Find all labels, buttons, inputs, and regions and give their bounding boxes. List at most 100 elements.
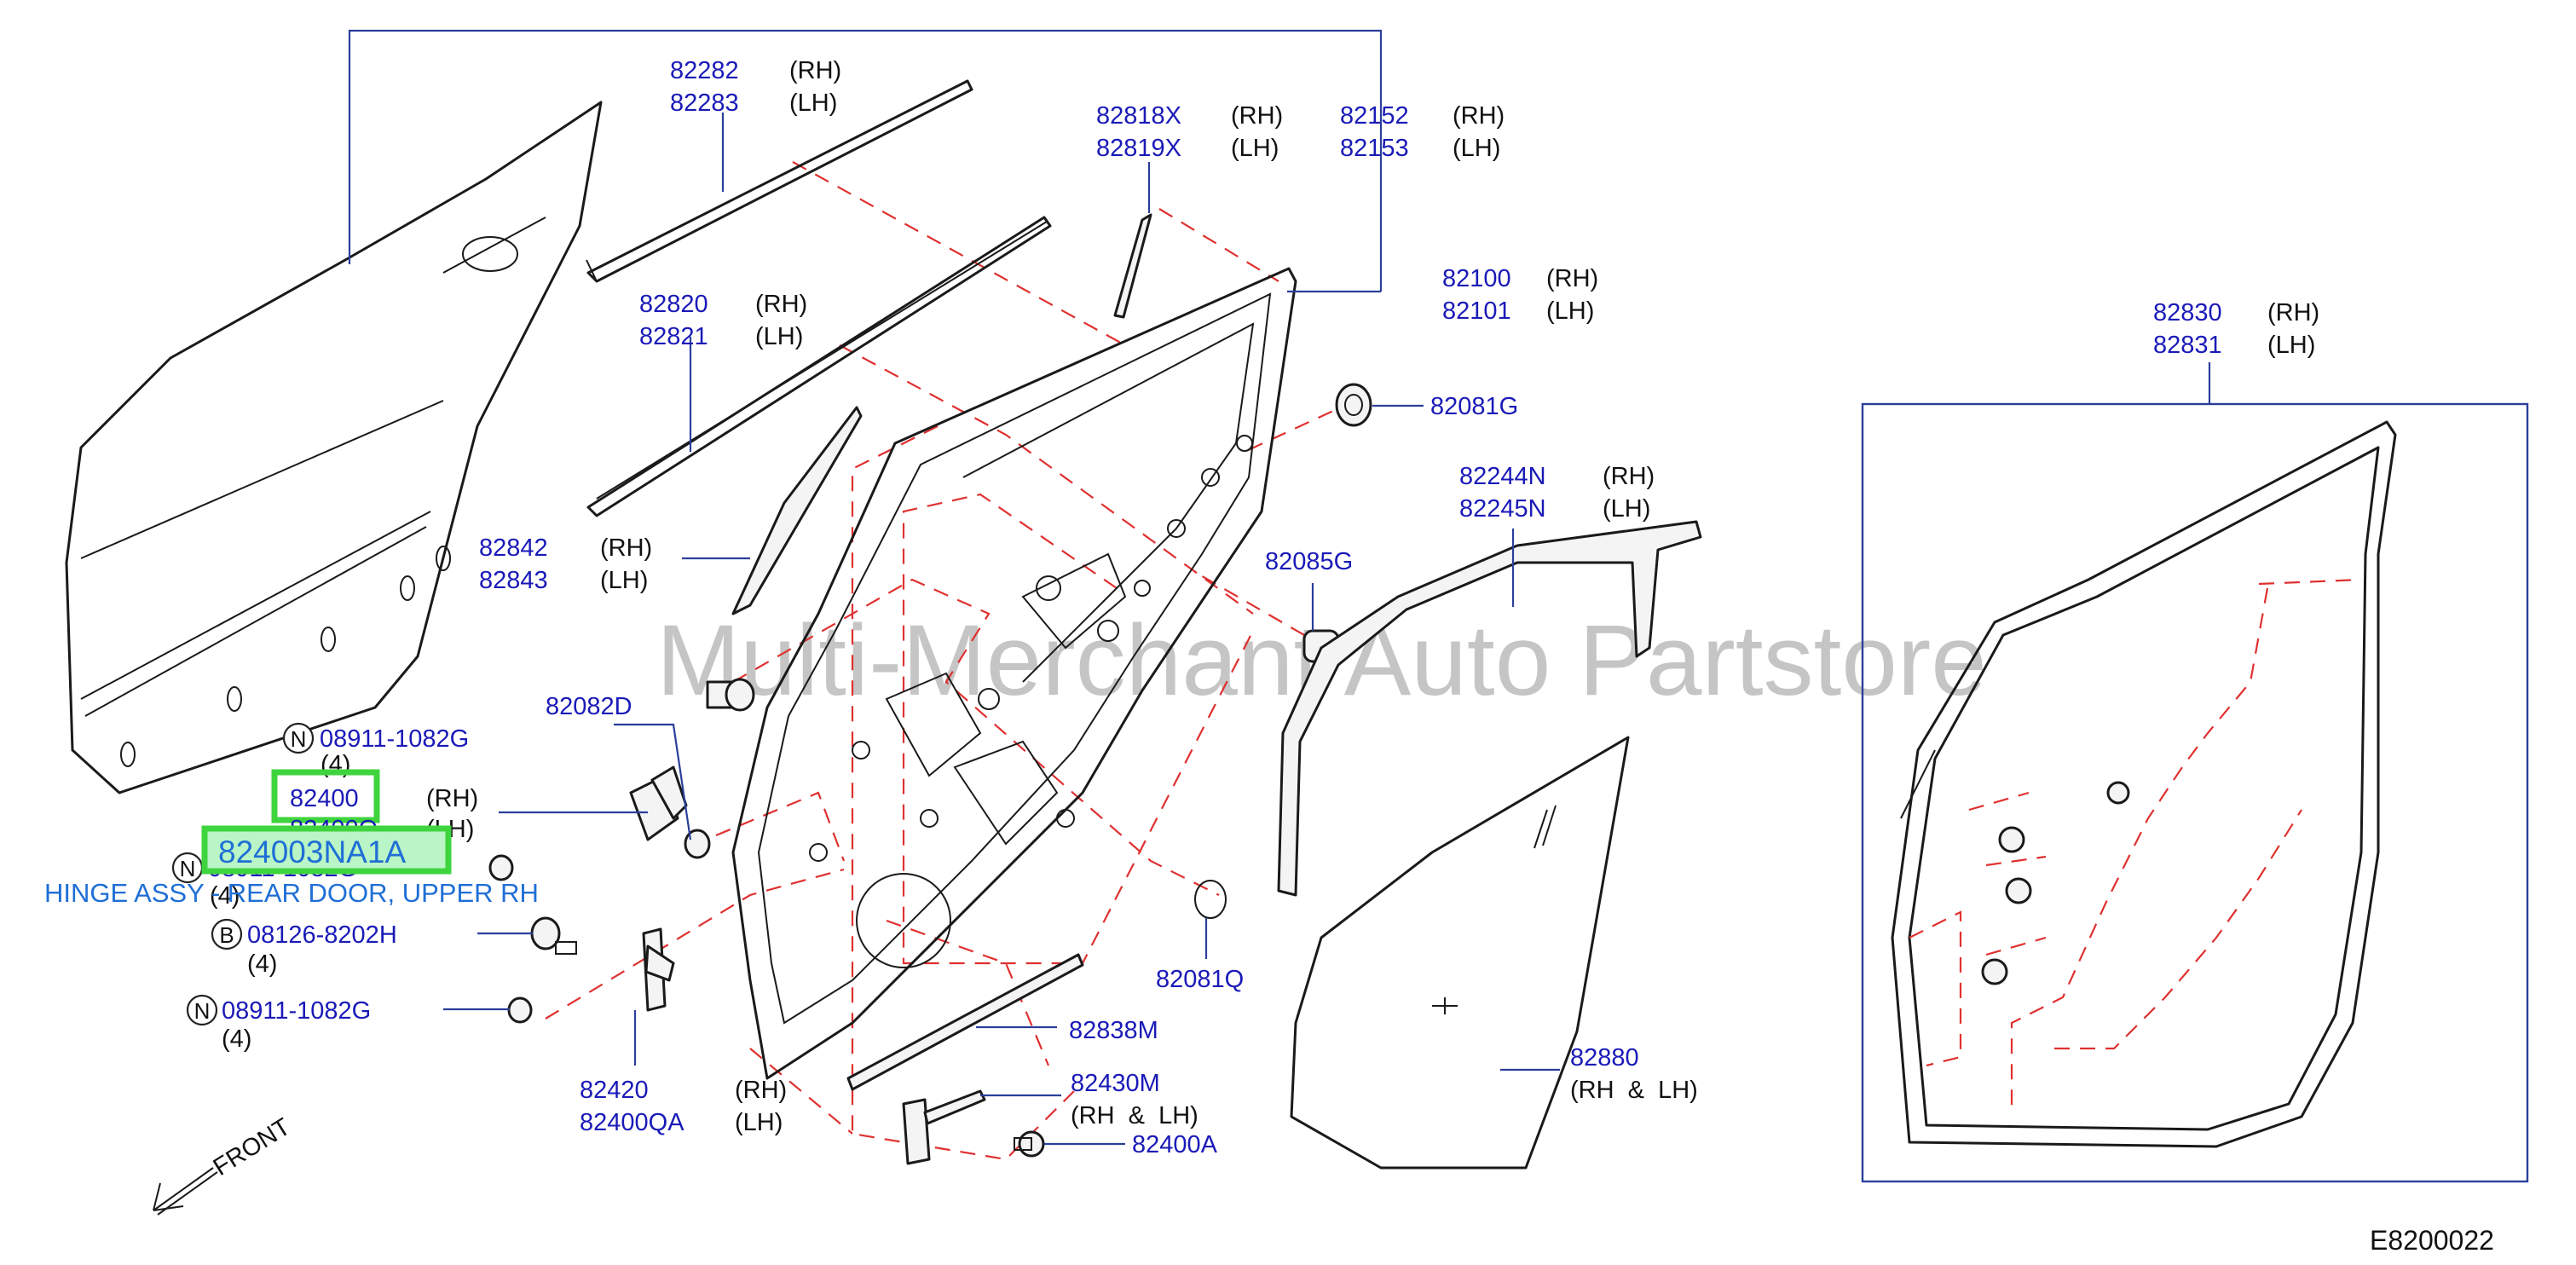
outer-belt-moulding[interactable] (586, 79, 973, 283)
clip-82082d[interactable] (706, 678, 755, 712)
callout-82085g[interactable]: 82085G (1265, 548, 1353, 575)
callout-82880[interactable]: 82880 (RH & LH) (1570, 1044, 1698, 1104)
callout-82420[interactable]: 82420 (RH) 82400QA (LH) (580, 1077, 787, 1136)
upper-hinge[interactable] (629, 765, 688, 841)
part-number[interactable]: 82081G (1430, 393, 1518, 420)
bolt-08126[interactable] (530, 916, 577, 955)
part-number[interactable]: 82081Q (1156, 966, 1244, 993)
callout-bolt-08126[interactable]: B 08126-8202H (4) (211, 918, 397, 978)
callout-82081g[interactable]: 82081G (1430, 393, 1518, 420)
plug-82081q[interactable] (1194, 880, 1227, 919)
part-number[interactable]: 82400A (1132, 1131, 1218, 1158)
grommet-82081g[interactable] (1335, 383, 1372, 427)
callout-82818x[interactable]: 82818X (RH) 82819X (LH) (1096, 102, 1283, 162)
bolt-82400a[interactable] (1014, 1130, 1045, 1158)
quantity: (4) (210, 882, 240, 910)
part-number[interactable]: 82244N (1459, 463, 1546, 490)
callout-bolt-08911-c[interactable]: N 08911-1082G (4) (186, 994, 371, 1053)
callout-82830[interactable]: 82830 (RH) 82831 (LH) (2153, 299, 2319, 359)
part-number[interactable]: 82843 (479, 567, 548, 594)
rear-sash-moulding[interactable] (1277, 520, 1702, 897)
selected-part-number[interactable]: 824003NA1A (218, 835, 406, 869)
side-label: (LH) (755, 323, 803, 350)
weatherstrip-clips[interactable] (1981, 781, 2130, 985)
part-number[interactable]: 82082D (546, 693, 632, 720)
door-outer-panel[interactable] (65, 101, 603, 794)
front-label: FRONT (209, 1113, 296, 1181)
part-number[interactable]: 82100 (1442, 265, 1511, 292)
note-circle-icon (186, 994, 218, 1026)
lower-hinge[interactable] (642, 927, 675, 1012)
part-number[interactable]: 08911-1082G (320, 725, 469, 753)
selected-part-tooltip[interactable]: 824003NA1A HINGE ASSY - REAR DOOR, UPPER… (44, 825, 539, 908)
part-number[interactable]: 82830 (2153, 299, 2222, 326)
part-number[interactable]: 82153 (1340, 135, 1409, 162)
callout-82838m[interactable]: 82838M (1069, 1017, 1158, 1044)
side-label: (RH) (735, 1077, 787, 1104)
part-number[interactable]: 82420 (580, 1077, 649, 1104)
part-number[interactable]: 82430M (1071, 1070, 1160, 1097)
weatherstrip-detail-frame (1861, 402, 2529, 1183)
side-label: (LH) (1603, 495, 1650, 523)
nut-08911-lower[interactable] (507, 996, 533, 1024)
part-number[interactable]: 82245N (1459, 495, 1546, 523)
quantity: (4) (222, 1025, 251, 1053)
part-number[interactable]: 82818X (1096, 102, 1181, 130)
part-number[interactable]: 08911-1082G (222, 997, 371, 1025)
part-number[interactable]: 82880 (1570, 1044, 1639, 1071)
part-number[interactable]: 82820 (639, 291, 708, 318)
side-label: (RH) (755, 291, 807, 318)
side-label: (RH) (600, 534, 652, 562)
side-label: (RH) (1231, 102, 1283, 130)
part-number[interactable]: 82831 (2153, 332, 2222, 359)
part-number[interactable]: 82085G (1265, 548, 1353, 575)
callout-82842[interactable]: 82842 (RH) 82843 (LH) (479, 534, 652, 594)
callout-82244n[interactable]: 82244N (RH) 82245N (LH) (1459, 463, 1655, 523)
quantity: (4) (247, 950, 277, 978)
part-number[interactable]: 82101 (1442, 297, 1511, 325)
callout-82820[interactable]: 82820 (RH) 82821 (LH) (639, 291, 807, 350)
part-number[interactable]: 82842 (479, 534, 548, 562)
sash-tape[interactable] (1113, 213, 1152, 319)
nut-08911-upper[interactable] (488, 854, 514, 881)
side-label: (RH) (1453, 102, 1505, 130)
part-number[interactable]: 08126-8202H (247, 921, 397, 949)
part-number[interactable]: 82821 (639, 323, 708, 350)
callout-82100[interactable]: 82100 (RH) 82101 (LH) (1442, 265, 1598, 325)
inner-weatherstrip[interactable] (586, 216, 1052, 517)
callout-82430m[interactable]: 82430M (RH & LH) (1071, 1070, 1198, 1129)
outside-seal[interactable] (846, 953, 1084, 1091)
side-label: (RH) (789, 57, 841, 84)
note-circle-icon (282, 722, 315, 754)
diagram-code: E8200022 (2370, 1225, 2494, 1256)
hinge-nut-upper[interactable] (684, 829, 711, 859)
part-number[interactable]: 82283 (670, 90, 739, 117)
side-label: (LH) (1453, 135, 1500, 162)
callout-82282[interactable]: 82282 (RH) 82283 (LH) (670, 57, 841, 117)
door-check[interactable] (902, 1089, 986, 1165)
part-number[interactable]: 82819X (1096, 135, 1181, 162)
selected-part-highlight (271, 769, 380, 823)
side-label: (LH) (2267, 332, 2315, 359)
callout-82400a[interactable]: 82400A (1132, 1131, 1218, 1158)
door-glass[interactable] (1290, 736, 1630, 1170)
door-inner-panel[interactable] (731, 267, 1297, 1080)
side-label: (LH) (789, 90, 837, 117)
corner-sash-cover[interactable] (731, 406, 863, 615)
part-number[interactable]: 82400 (290, 785, 359, 812)
side-label: (RH) (2267, 299, 2319, 326)
front-direction-indicator: FRONT (153, 1113, 296, 1216)
part-number[interactable]: 82400QA (580, 1109, 684, 1136)
callout-82152[interactable]: 82152 (RH) 82153 (LH) (1340, 102, 1505, 162)
part-number[interactable]: 82152 (1340, 102, 1409, 130)
side-label: (RH) (1603, 463, 1655, 490)
callout-bolt-08911-a[interactable]: N 08911-1082G (4) (282, 722, 469, 778)
door-weatherstrip[interactable] (1891, 420, 2397, 1148)
callout-82081q[interactable]: 82081Q (1156, 966, 1244, 993)
side-label: (LH) (1231, 135, 1279, 162)
selected-part-box (201, 825, 452, 875)
part-number[interactable]: 82838M (1069, 1017, 1158, 1044)
part-number[interactable]: 82282 (670, 57, 739, 84)
side-label: (LH) (735, 1109, 783, 1136)
callout-82082d[interactable]: 82082D (546, 693, 632, 720)
